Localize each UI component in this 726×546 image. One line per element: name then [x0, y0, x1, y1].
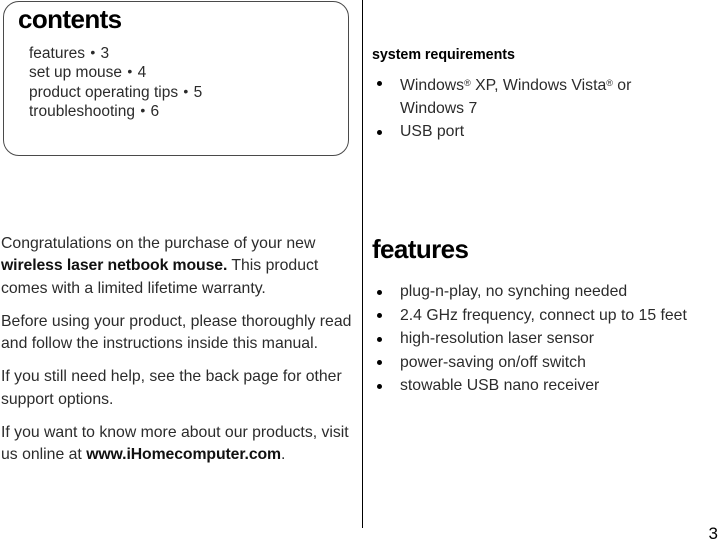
feature-text: plug-n-play, no synching needed — [400, 283, 628, 300]
requirement-text: Windows — [400, 77, 465, 94]
intro-paragraph-website: If you want to know more about our produ… — [1, 422, 353, 467]
contents-entry-troubleshooting[interactable]: troubleshooting • 6 — [29, 102, 329, 121]
requirement-text: XP, Windows Vista — [470, 77, 607, 94]
intro-text-segment: If you want to know more about our produ… — [1, 424, 349, 464]
contents-entry-separator: • — [140, 102, 146, 119]
intro-paragraph-need-help: If you still need help, see the back pag… — [1, 368, 342, 408]
feature-text: high-resolution laser sensor — [400, 330, 595, 348]
contents-box: contents features • 3 set up mouse • 4 p… — [3, 1, 349, 156]
registered-trademark-icon: ® — [606, 78, 613, 88]
contents-heading: contents — [18, 4, 122, 34]
contents-entry-label: set up mouse — [29, 64, 123, 82]
feature-text: stowable USB nano receiver — [400, 377, 600, 395]
list-item: USB port — [371, 121, 691, 144]
bullet-dot-icon — [377, 80, 382, 86]
intro-text-segment: . — [281, 446, 286, 464]
feature-text: 2.4 GHz frequency, connect up to 15 feet — [400, 306, 687, 324]
feature-text: power-saving on/off switch — [400, 353, 586, 371]
registered-trademark-icon: ® — [464, 78, 471, 88]
intro-text-block: Congratulations on the purchase of your … — [1, 233, 353, 467]
column-divider-line — [362, 0, 363, 528]
list-item: power-saving on/off switch — [371, 352, 691, 375]
requirement-text: or Windows 7 — [400, 77, 632, 117]
list-item: plug-n-play, no synching needed — [371, 281, 691, 304]
contents-entry-page: 6 — [150, 103, 160, 121]
product-name-bold: wireless laser netbook mouse. — [1, 257, 228, 275]
system-requirements-list: Windows® XP, Windows Vista® or Windows 7… — [371, 72, 691, 145]
intro-paragraph-before-using: Before using your product, please thorou… — [1, 312, 352, 353]
contents-entry-page: 4 — [137, 64, 147, 82]
contents-entry-separator: • — [183, 82, 189, 99]
contents-list: features • 3 set up mouse • 4 product op… — [29, 44, 329, 122]
features-list: plug-n-play, no synching needed 2.4 GHz … — [371, 281, 691, 399]
website-url-bold[interactable]: www.iHomecomputer.com — [86, 446, 282, 464]
contents-entry-separator: • — [127, 63, 133, 80]
contents-entry-label: product operating tips — [29, 83, 179, 101]
bullet-dot-icon — [377, 383, 382, 389]
contents-entry-features[interactable]: features • 3 — [29, 44, 329, 63]
bullet-dot-icon — [377, 129, 382, 135]
bullet-dot-icon — [377, 313, 382, 319]
bullet-dot-icon — [377, 360, 382, 366]
bullet-dot-icon — [377, 289, 382, 295]
contents-entry-label: troubleshooting — [29, 103, 135, 121]
bullet-dot-icon — [377, 336, 382, 342]
list-item: high-resolution laser sensor — [371, 328, 691, 351]
contents-entry-separator: • — [90, 44, 96, 60]
contents-entry-product-operating-tips[interactable]: product operating tips • 5 — [29, 83, 329, 102]
right-column: system requirements Windows® XP, Windows… — [371, 0, 716, 546]
list-item: Windows® XP, Windows Vista® or Windows 7 — [371, 72, 691, 120]
intro-paragraph-congratulations: Congratulations on the purchase of your … — [1, 233, 353, 300]
contents-entry-label: features — [29, 45, 86, 62]
left-column: contents features • 3 set up mouse • 4 p… — [0, 0, 355, 546]
features-heading: features — [372, 234, 469, 264]
list-item: stowable USB nano receiver — [371, 375, 691, 398]
requirement-text: USB port — [400, 123, 465, 141]
page-number: 3 — [708, 524, 718, 543]
list-item: 2.4 GHz frequency, connect up to 15 feet — [371, 305, 691, 328]
intro-text-segment: Congratulations on the purchase of your … — [1, 235, 316, 252]
contents-entry-set-up-mouse[interactable]: set up mouse • 4 — [29, 63, 329, 82]
contents-entry-page: 5 — [193, 83, 203, 101]
intro-text-segment: This product comes with a limited lifeti… — [1, 257, 319, 297]
contents-entry-page: 3 — [100, 45, 110, 62]
system-requirements-heading: system requirements — [372, 47, 515, 63]
